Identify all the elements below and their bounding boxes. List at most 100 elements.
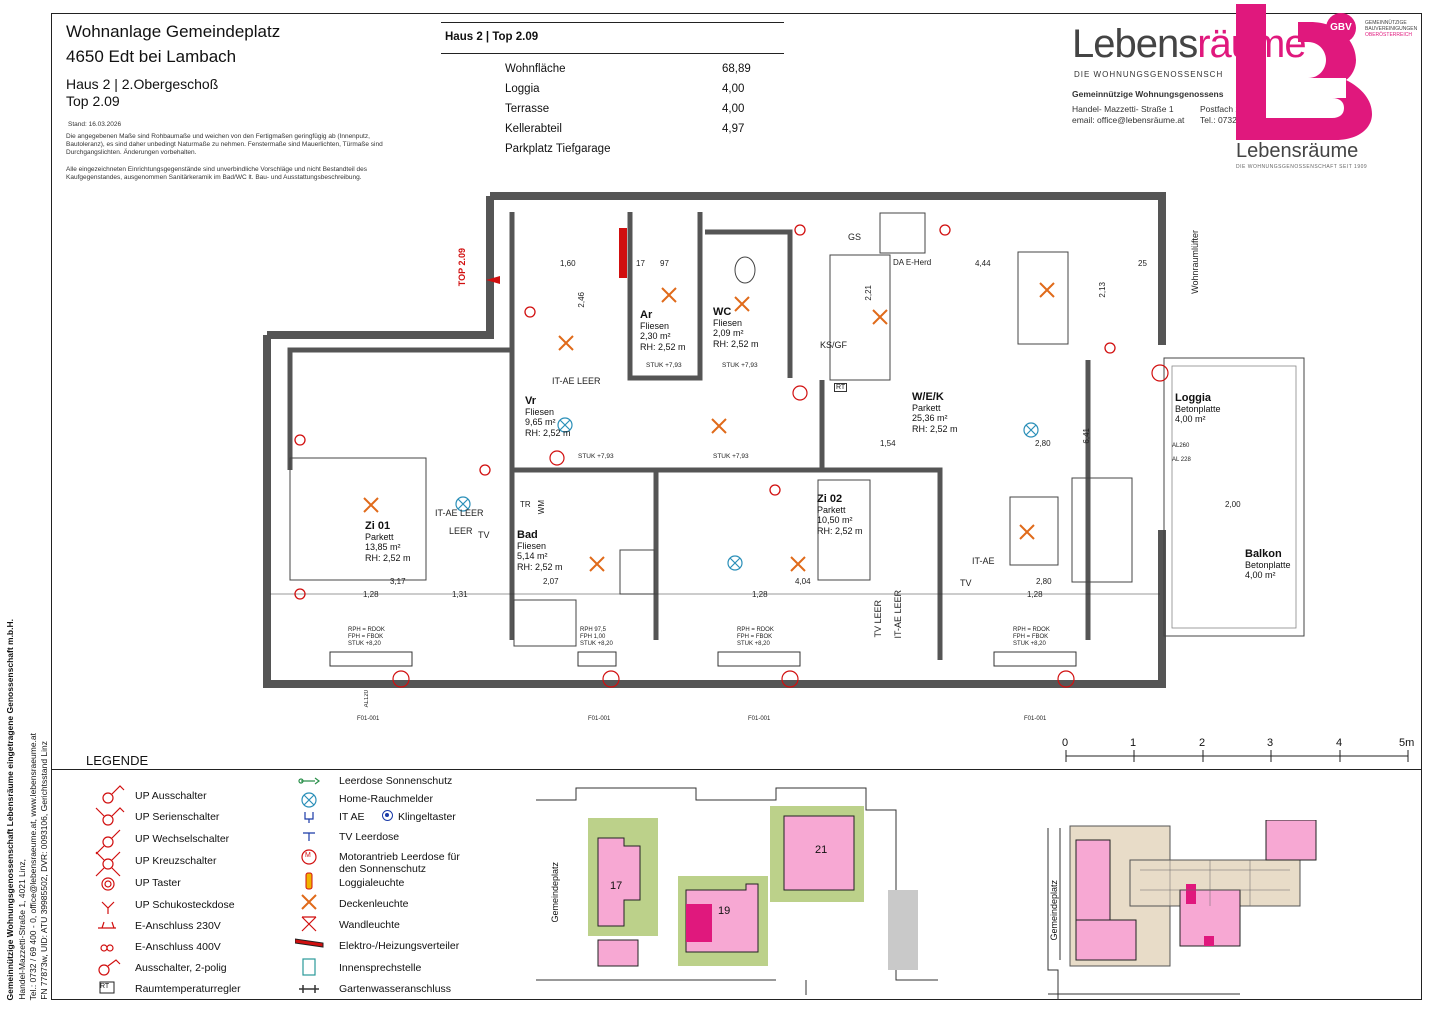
tv-label: TV xyxy=(960,578,972,588)
legend-item: UP Kreuzschalter xyxy=(135,855,217,867)
itae-leer-label: IT-AE LEER xyxy=(552,376,601,386)
stuk-label: STUK +7,93 xyxy=(722,362,758,369)
unit-info-header: Haus 2 | Top 2.09 xyxy=(441,22,784,54)
floor-key-plan xyxy=(1047,820,1317,1000)
dimension: 97 xyxy=(660,259,669,268)
motor-symbol-icon: M xyxy=(305,852,311,859)
itae-leer-label: IT-AE LEER xyxy=(435,508,484,518)
dimension: 2,00 xyxy=(1225,500,1241,509)
f01-label: F01-001 xyxy=(588,716,611,722)
legend-divider xyxy=(51,769,1422,770)
scale-label: 2 xyxy=(1199,737,1206,749)
unit-label: Top 2.09 xyxy=(66,93,120,109)
scale-label: 5m xyxy=(1399,737,1415,749)
sheet-frame xyxy=(51,13,1422,1000)
itae-label: IT-AE xyxy=(972,556,995,566)
legend-item: Gartenwasseranschluss xyxy=(339,983,452,995)
legend-item: UP Ausschalter xyxy=(135,790,207,802)
legend-item: Loggialeuchte xyxy=(339,877,405,889)
legend-title: LEGENDE xyxy=(86,753,149,768)
company-postfach: Postfach 2 xyxy=(1200,104,1241,114)
legend-item: E-Anschluss 230V xyxy=(135,920,221,932)
dimension: 2,80 xyxy=(1036,577,1052,586)
al-label: AL120 xyxy=(364,690,370,708)
legend-item: Home-Rauchmelder xyxy=(339,793,433,805)
legend-item: Elektro-/Heizungsverteiler xyxy=(339,940,460,952)
legend-item: Deckenleuchte xyxy=(339,898,409,910)
company-email: email: office@lebensräume.at xyxy=(1072,115,1185,125)
gs-label: GS xyxy=(848,232,862,242)
disclaimer-1: Die angegebenen Maße sind Rohbaumaße und… xyxy=(66,133,383,156)
gbv-badge: GBV xyxy=(1326,13,1356,43)
ksgf-label: KS/GF xyxy=(820,340,848,350)
wohnraumluefter-label: Wohnraumlüfter xyxy=(1190,230,1200,294)
unit-info-title: Haus 2 | Top 2.09 xyxy=(445,31,539,43)
rt-symbol: RT xyxy=(834,383,848,392)
logo-wordmark: Lebensräume xyxy=(1236,140,1359,162)
legend-item: Wandleuchte xyxy=(339,919,400,931)
legend-item: Leerdose Sonnenschutz xyxy=(339,775,453,787)
floor-label: Haus 2 | 2.Obergeschoß xyxy=(66,76,219,92)
f01-label: F01-001 xyxy=(1024,716,1047,722)
dimension: 2,13 xyxy=(1098,282,1107,298)
company-imprint: Gemeinnützige Wohnungsgenossenschaft Leb… xyxy=(5,618,49,1000)
dimension: 2,46 xyxy=(577,292,586,308)
legend-item: TV Leerdose xyxy=(339,831,400,843)
legend-item: UP Taster xyxy=(135,877,181,889)
legend-item: IT AE xyxy=(339,811,365,823)
legend-item: Motorantrieb Leerdose für den Sonnenschu… xyxy=(339,851,460,875)
dimension: 1,60 xyxy=(560,259,576,268)
dimension: 3,17 xyxy=(390,577,406,586)
dimension: 2,07 xyxy=(543,577,559,586)
legend-item: UP Serienschalter xyxy=(135,811,220,823)
legend-item: Innensprechstelle xyxy=(339,962,422,974)
legend-item: Klingeltaster xyxy=(398,811,456,823)
info-row: Parkplatz Tiefgarage xyxy=(505,143,611,155)
legend-item: E-Anschluss 400V xyxy=(135,941,221,953)
window-note: RPH 97,5 FPH 1,00 STUK +8,20 xyxy=(580,627,613,647)
tv-label: TV xyxy=(478,530,490,540)
f01-label: F01-001 xyxy=(748,716,771,722)
company-tagline: DIE WOHNUNGSGENOSSENSCH xyxy=(1074,70,1224,79)
building-21-label: 21 xyxy=(815,844,828,856)
legend-item: UP Wechselschalter xyxy=(135,833,230,845)
dimension: 1,28 xyxy=(363,590,379,599)
stuk-label: STUK +7,93 xyxy=(578,453,614,460)
klingeltaster-icon xyxy=(382,810,393,821)
company-line1: Gemeinnützige Wohnungsgenossens xyxy=(1072,89,1224,99)
floor-plan xyxy=(263,192,1409,762)
street-label: Gemeindeplatz xyxy=(1049,880,1059,941)
dimension: 17 xyxy=(636,259,645,268)
company-street: Handel- Mazzetti- Straße 1 xyxy=(1072,104,1174,114)
window-note: RPH = RDOK FPH = FBOK STUK +8,20 xyxy=(1013,627,1050,647)
scale-label: 4 xyxy=(1336,737,1343,749)
dimension: 1,31 xyxy=(452,590,468,599)
f01-label: F01-001 xyxy=(357,716,380,722)
dimension: 2,21 xyxy=(864,285,873,301)
da-eherd-label: DA E-Herd xyxy=(893,258,932,267)
dimension: 2,80 xyxy=(1035,439,1051,448)
legend-symbols-col2 xyxy=(295,777,324,993)
logo-tagline: DIE WOHNUNGSGENOSSENSCHAFT SEIT 1909 xyxy=(1236,164,1368,170)
legend-item: Ausschalter, 2-polig xyxy=(135,962,227,974)
site-key-plan xyxy=(536,787,938,995)
al-label: AL260 xyxy=(1172,443,1190,449)
window-note: RPH = RDOK FPH = FBOK STUK +8,20 xyxy=(348,627,385,647)
wm-label: WM xyxy=(537,500,546,515)
legend-symbols-col1 xyxy=(95,785,125,994)
dimension: 4,04 xyxy=(795,577,811,586)
tr-label: TR xyxy=(520,500,531,509)
al-label: AL 228 xyxy=(1172,457,1191,463)
project-name: Wohnanlage Gemeindeplatz xyxy=(66,22,281,41)
dimension: 4,44 xyxy=(975,259,991,268)
